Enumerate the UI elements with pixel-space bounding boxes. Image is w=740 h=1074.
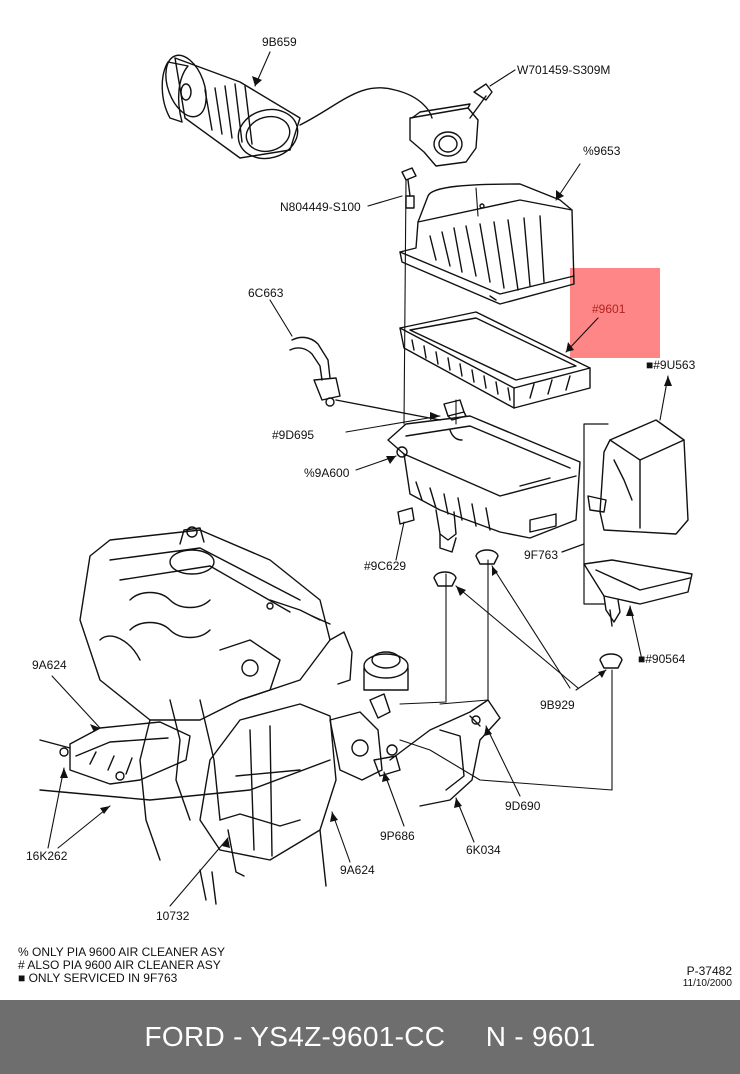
footer-part-number: FORD - YS4Z-9601-CC N - 9601 bbox=[144, 1021, 596, 1052]
engine-block bbox=[79, 526, 331, 861]
part-label-9601-highlighted: #9601 bbox=[592, 302, 626, 316]
part-label-9c629: #9C629 bbox=[364, 559, 407, 573]
air-intake-tube bbox=[161, 54, 433, 160]
crankcase-vent-hose bbox=[289, 336, 441, 421]
part-label-9f763: 9F763 bbox=[524, 548, 559, 562]
9f763-leader bbox=[561, 543, 585, 553]
resonator-base bbox=[583, 559, 693, 627]
part-number-footer: FORD - YS4Z-9601-CC N - 9601 bbox=[0, 1000, 740, 1074]
part-label-9a624-front: 9A624 bbox=[32, 658, 67, 672]
part-label-9653: %9653 bbox=[583, 144, 621, 158]
part-label-9p686: 9P686 bbox=[380, 829, 415, 843]
exploded-parts-diagram bbox=[39, 51, 693, 907]
heat-shield-front bbox=[39, 721, 331, 801]
air-cleaner-cover bbox=[399, 183, 575, 305]
part-label-90564: ■#90564 bbox=[638, 652, 686, 666]
part-label-10732: 10732 bbox=[156, 909, 190, 923]
part-label-9d695: #9D695 bbox=[272, 428, 315, 442]
part-label-6k034: 6K034 bbox=[466, 843, 501, 857]
part-label-9u563: ■#9U563 bbox=[646, 358, 696, 372]
part-label-9a624-rear: 9A624 bbox=[340, 863, 375, 877]
part-label-6c663: 6C663 bbox=[248, 286, 284, 300]
part-label-n804449: N804449-S100 bbox=[280, 200, 361, 214]
9f763-bracket bbox=[583, 423, 609, 605]
legend-notes: % ONLY PIA 9600 AIR CLEANER ASY # ALSO P… bbox=[18, 946, 225, 985]
resonator-cover bbox=[587, 419, 689, 535]
note-line: ■ ONLY SERVICED IN 9F763 bbox=[18, 971, 178, 985]
part-label-9b659: 9B659 bbox=[262, 35, 297, 49]
air-cleaner-tray bbox=[387, 415, 581, 553]
part-label-w701459: W701459-S309M bbox=[517, 63, 611, 77]
part-highlight-box bbox=[570, 268, 660, 358]
part-label-9a600: %9A600 bbox=[304, 466, 350, 480]
air-filter-element bbox=[399, 311, 591, 409]
drawing-reference: P-37482 11/10/2000 bbox=[683, 965, 732, 990]
bolt-n804449 bbox=[401, 167, 417, 209]
reference-number: P-37482 bbox=[686, 964, 732, 978]
leader-lines bbox=[47, 51, 669, 907]
bracket-assembly bbox=[329, 631, 501, 807]
note-line: # ALSO PIA 9600 AIR CLEANER ASY bbox=[18, 958, 221, 972]
leader-arrowheads bbox=[60, 76, 672, 848]
manifold-heat-shield bbox=[199, 703, 337, 905]
part-label-16k262: 16K262 bbox=[26, 849, 68, 863]
mass-air-flow-sensor bbox=[409, 83, 493, 167]
part-label-9d690: 9D690 bbox=[505, 799, 541, 813]
part-label-9b929: 9B929 bbox=[540, 698, 575, 712]
note-line: % ONLY PIA 9600 AIR CLEANER ASY bbox=[18, 945, 225, 959]
grommets bbox=[397, 507, 623, 669]
reference-date: 11/10/2000 bbox=[682, 978, 732, 989]
